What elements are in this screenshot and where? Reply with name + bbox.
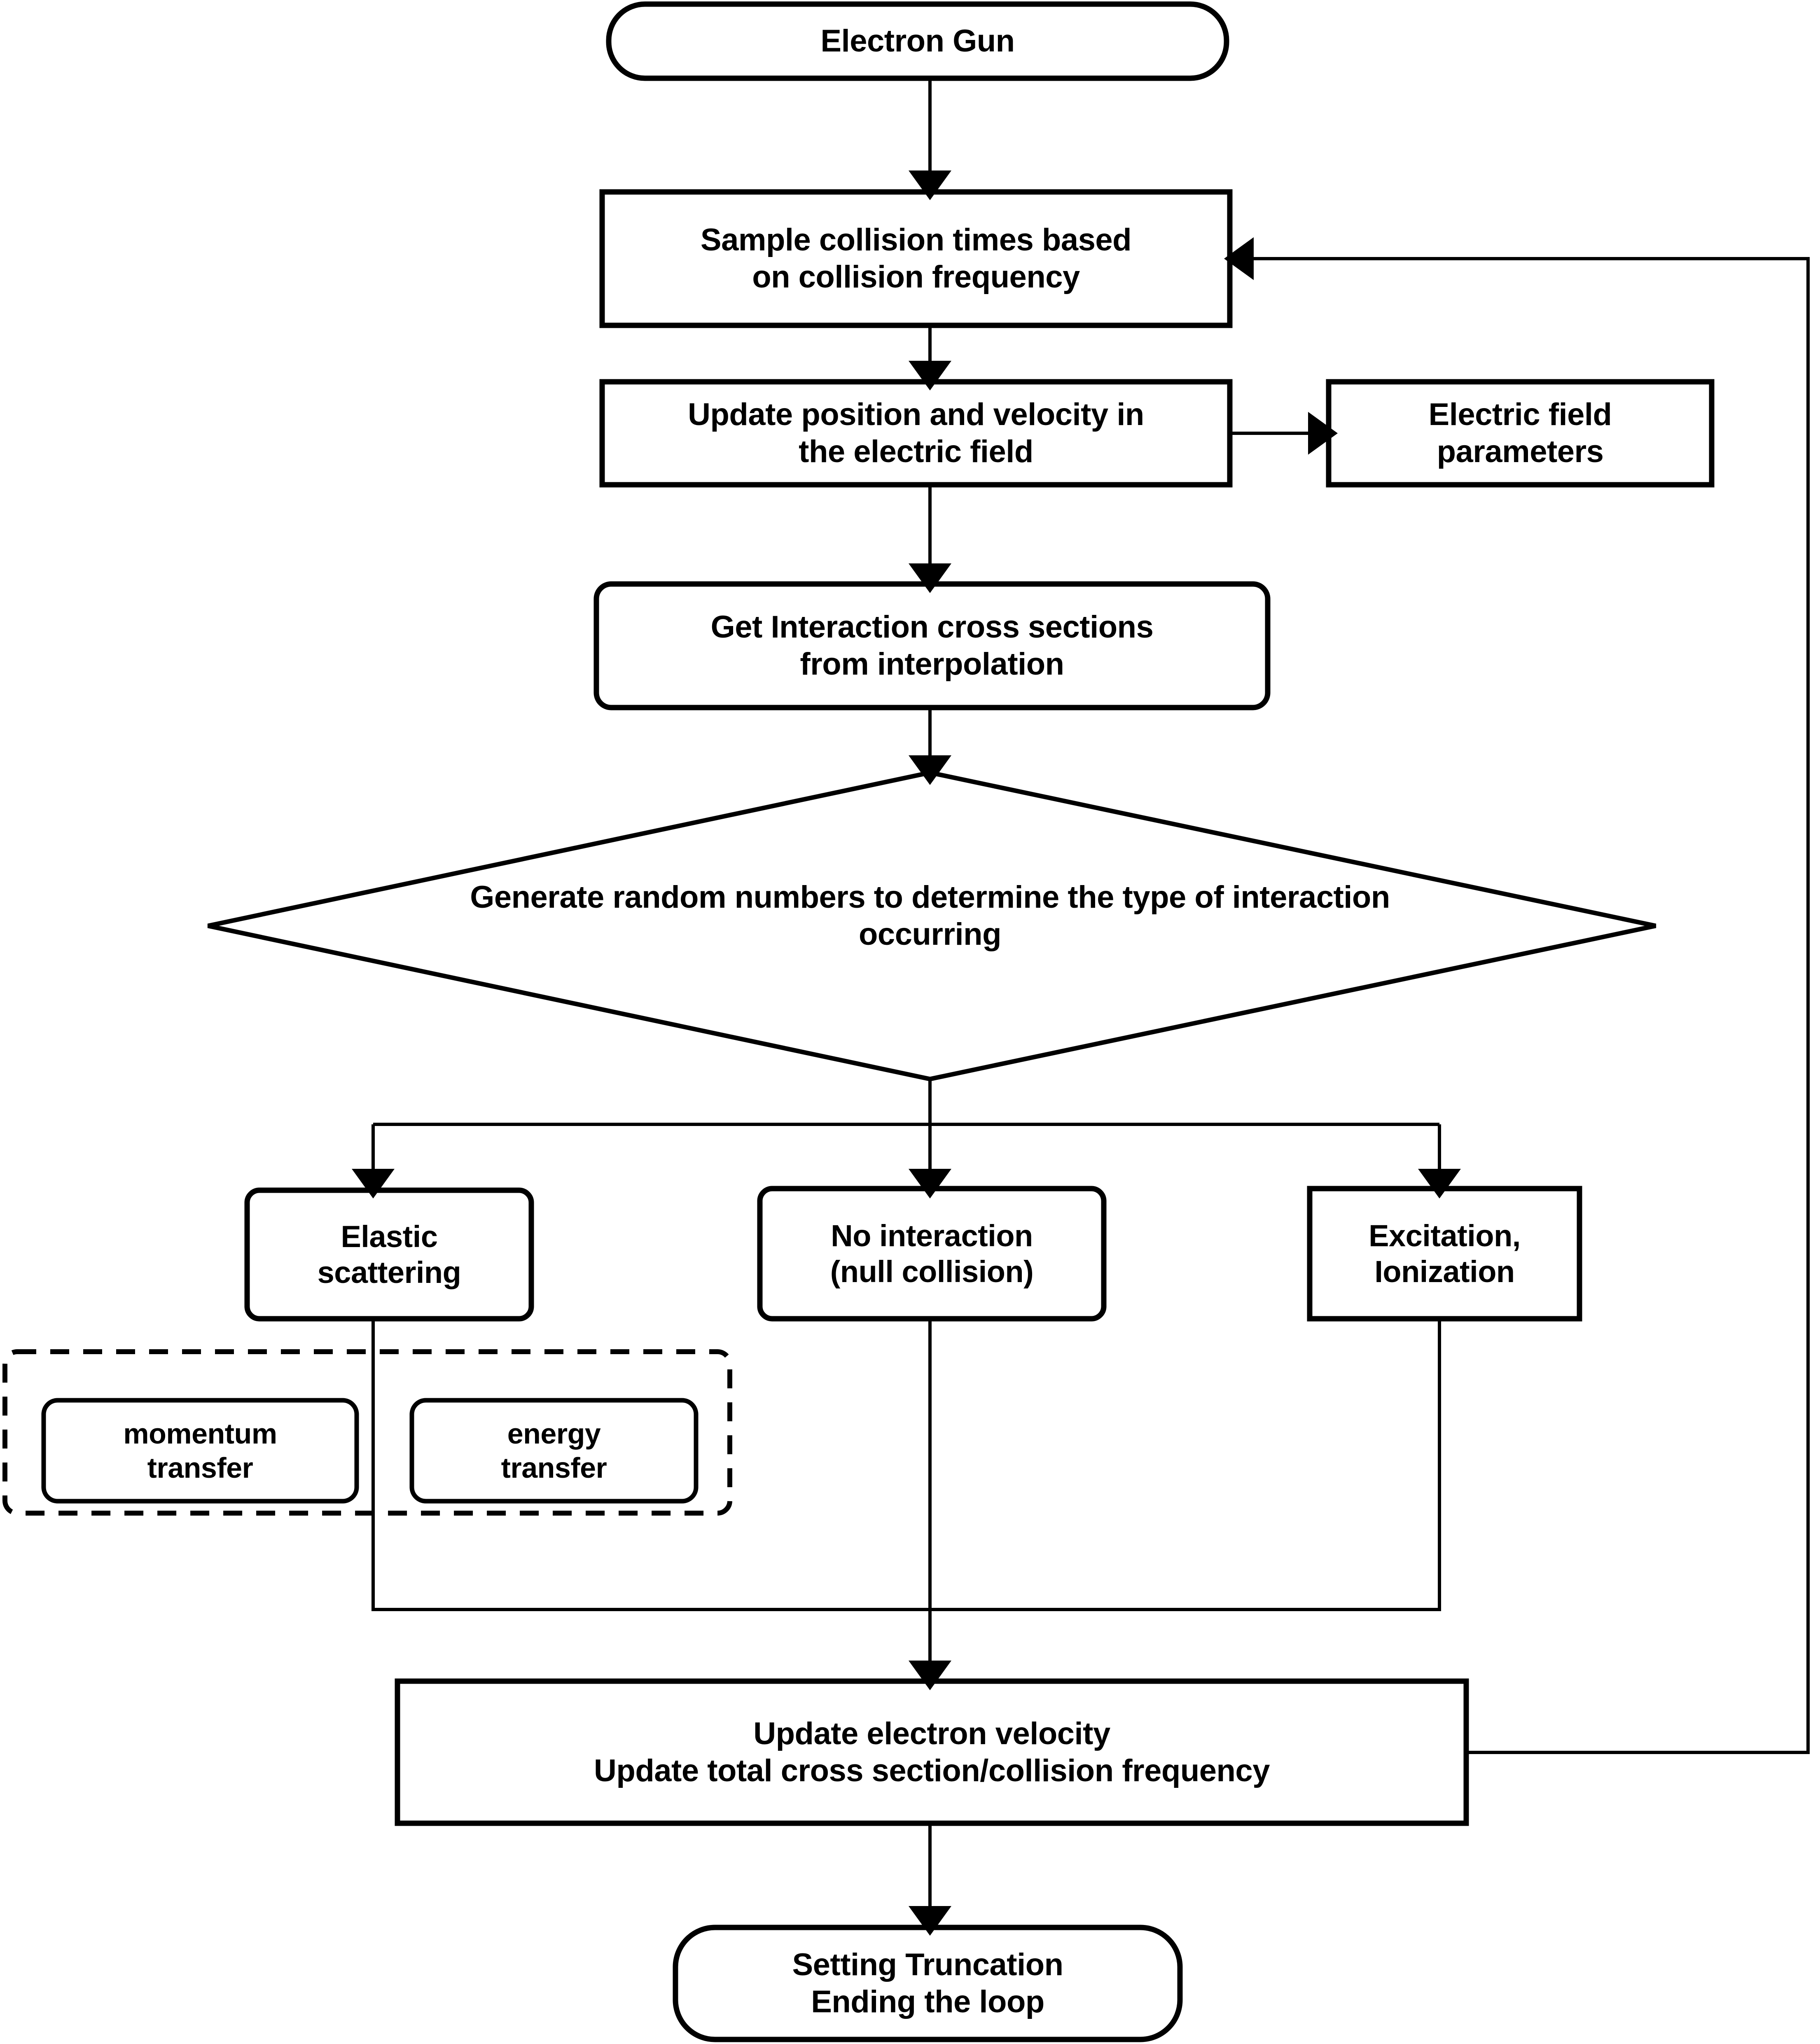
node-shape-decision: [207, 770, 1656, 1082]
node-shape-start: [606, 1, 1229, 81]
edge-excitation-to-update-velocity: [930, 1319, 1441, 1611]
edge-feedback-loop: [1224, 237, 1810, 1754]
edge-elastic-to-update-velocity: [371, 1319, 930, 1611]
node-shape-energy-transfer: [409, 1398, 699, 1504]
node-shape-cross-sections: [593, 581, 1271, 710]
node-shape-elastic: [244, 1187, 534, 1322]
node-shape-no-interaction: [757, 1186, 1107, 1322]
node-shape-field-params: [1326, 379, 1715, 488]
node-shape-end: [673, 1925, 1183, 2042]
node-shape-excitation: [1307, 1186, 1582, 1322]
group-shape-elastic-detail: [2, 1349, 732, 1516]
node-shape-update-velocity: [395, 1678, 1469, 1826]
node-shape-sample-collision: [599, 189, 1233, 328]
node-shape-momentum-transfer: [41, 1398, 359, 1504]
node-shape-update-position: [599, 379, 1233, 488]
